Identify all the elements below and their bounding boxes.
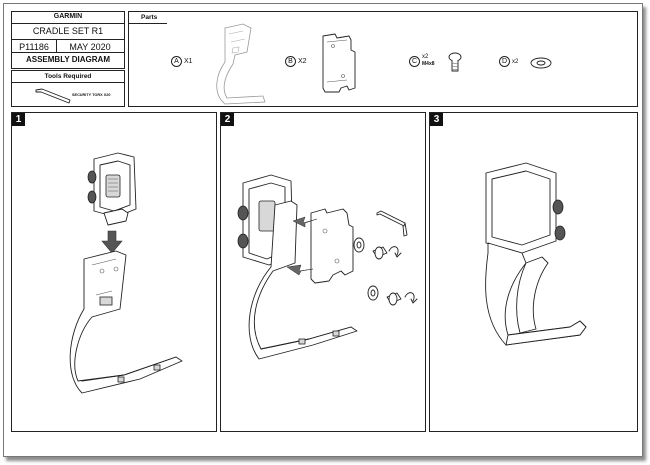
part-c-spec: M4x8 (422, 61, 435, 67)
step-2-illustration (237, 174, 418, 360)
part-a-label: A X1 (171, 56, 193, 67)
assembly-sheet: GARMIN CRADLE SET R1 P11186 MAY 2020 ASS… (3, 3, 643, 457)
tool-label: SECURITY TORX X20 (72, 93, 111, 97)
part-d-label: D x2 (499, 56, 518, 67)
part-c-label: C x2 M4x8 (409, 54, 435, 68)
doc-date: MAY 2020 (69, 42, 111, 52)
part-number: P11186 (19, 42, 49, 52)
tools-heading: Tools Required (44, 73, 92, 80)
part-c-qty: x2 (422, 54, 429, 60)
doc-type: ASSEMBLY DIAGRAM (25, 55, 110, 64)
step-2-number: 2 (221, 113, 234, 126)
part-d-letter: D (499, 56, 510, 67)
part-d-qty: x2 (512, 58, 519, 65)
washer-part-icon (530, 57, 552, 69)
part-b-letter: B (285, 56, 296, 67)
bracket-part-icon (322, 33, 356, 93)
part-a-qty: X1 (184, 58, 193, 65)
torx-key-icon (35, 88, 71, 104)
brand-label: GARMIN (53, 13, 83, 20)
step-3-panel: 3 (429, 112, 638, 432)
title-block: GARMIN CRADLE SET R1 P11186 MAY 2020 ASS… (11, 11, 125, 69)
tools-block: Tools Required SECURITY TORX X20 (11, 70, 125, 107)
step-3-illustration (485, 162, 587, 346)
screw-part-icon (448, 52, 462, 72)
step-1-panel: 1 (11, 112, 217, 432)
step-3-number: 3 (430, 113, 443, 126)
product-name: CRADLE SET R1 (32, 26, 104, 36)
part-c-letter: C (409, 55, 420, 67)
parts-heading: Parts (141, 14, 158, 21)
part-b-qty: X2 (298, 58, 307, 65)
parts-block: Parts A X1 B X2 C x2 M4x8 (128, 11, 638, 107)
step-2-panel: 2 (220, 112, 426, 432)
cradle-part-icon (216, 23, 266, 105)
part-a-letter: A (171, 56, 182, 67)
step-1-number: 1 (12, 113, 25, 126)
part-b-label: B X2 (285, 56, 307, 67)
step-1-illustration (69, 152, 183, 394)
